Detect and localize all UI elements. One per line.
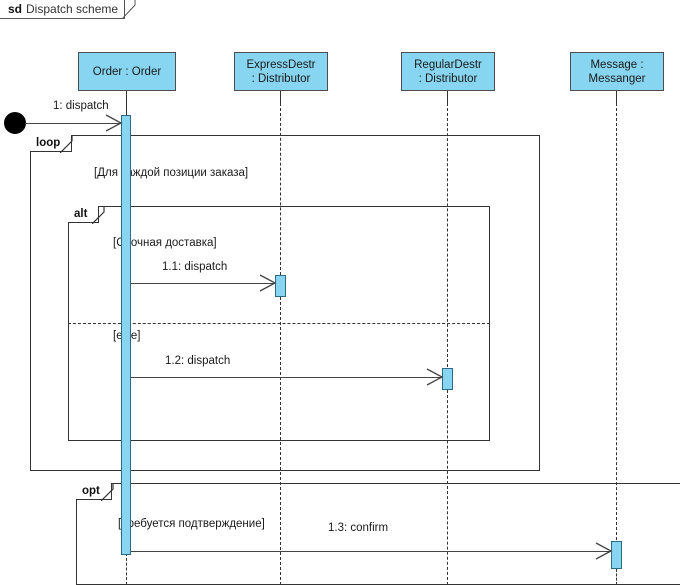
lifeline-head-express[interactable]: ExpressDestr : Distributor — [234, 52, 328, 91]
lifeline-stem-message-a — [616, 103, 617, 540]
lifeline-head-message-line2: Messanger — [588, 72, 646, 85]
fragment-alt-divider — [68, 323, 490, 324]
activation-bar-express[interactable] — [275, 275, 286, 297]
message-arrowhead-1-3 — [594, 542, 613, 560]
found-message-start-node[interactable] — [4, 112, 26, 134]
diagram-frame-tag-corner — [122, 0, 136, 19]
lifeline-head-express-line2: : Distributor — [251, 72, 311, 85]
diagram-frame-tag: sd Dispatch scheme — [0, 0, 126, 19]
message-line-1-1[interactable] — [131, 283, 275, 284]
lifeline-stem-message-b — [616, 569, 617, 585]
lifeline-stem-regular-solid — [447, 91, 448, 103]
activation-bar-regular[interactable] — [442, 368, 453, 390]
message-arrowhead-1 — [104, 114, 123, 132]
message-arrowhead-1-1 — [258, 274, 277, 292]
lifeline-head-message-line1: Message : — [590, 58, 644, 71]
fragment-opt-operator: opt — [76, 483, 112, 500]
lifeline-head-express-line1: ExpressDestr — [246, 58, 316, 71]
fragment-alt-guard: [Срочная доставка] — [113, 237, 217, 249]
message-arrowhead-1-2 — [425, 368, 444, 386]
activation-bar-message[interactable] — [611, 541, 622, 569]
diagram-title: Dispatch scheme — [26, 2, 119, 16]
message-label-1-3: 1.3: confirm — [328, 522, 389, 534]
fragment-loop-guard: [Для каждой позиции заказа] — [94, 167, 249, 179]
message-label-1-1: 1.1: dispatch — [162, 261, 228, 273]
lifeline-stem-order-bottom — [126, 553, 127, 585]
lifeline-stem-order-top — [126, 91, 127, 116]
message-line-1-2[interactable] — [131, 377, 442, 378]
lifeline-head-regular-line1: RegularDestr — [414, 58, 482, 71]
lifeline-head-order-line1: Order : Order — [92, 65, 162, 78]
activation-bar-order[interactable] — [121, 115, 131, 555]
fragment-alt-operator: alt — [68, 206, 100, 223]
fragment-loop[interactable] — [30, 135, 540, 471]
lifeline-head-regular[interactable]: RegularDestr : Distributor — [401, 52, 495, 91]
lifeline-stem-express-solid — [280, 91, 281, 103]
lifeline-stem-message-solid — [616, 91, 617, 103]
lifeline-head-message[interactable]: Message : Messanger — [570, 52, 664, 91]
fragment-opt[interactable] — [76, 483, 680, 585]
diagram-kind-keyword: sd — [8, 2, 23, 16]
lifeline-head-order[interactable]: Order : Order — [78, 52, 176, 91]
lifeline-stem-regular-b — [447, 390, 448, 585]
message-line-1-3[interactable] — [131, 551, 611, 552]
message-line-1[interactable] — [25, 123, 121, 124]
lifeline-stem-regular-a — [447, 103, 448, 367]
message-label-1: 1: dispatch — [53, 100, 109, 112]
fragment-opt-guard: [Требуется подтверждение] — [118, 518, 265, 530]
fragment-loop-operator: loop — [30, 135, 73, 152]
message-label-1-2: 1.2: dispatch — [165, 355, 231, 367]
lifeline-stem-express-a — [280, 103, 281, 275]
lifeline-stem-express-b — [280, 297, 281, 585]
lifeline-head-regular-line2: : Distributor — [418, 72, 478, 85]
